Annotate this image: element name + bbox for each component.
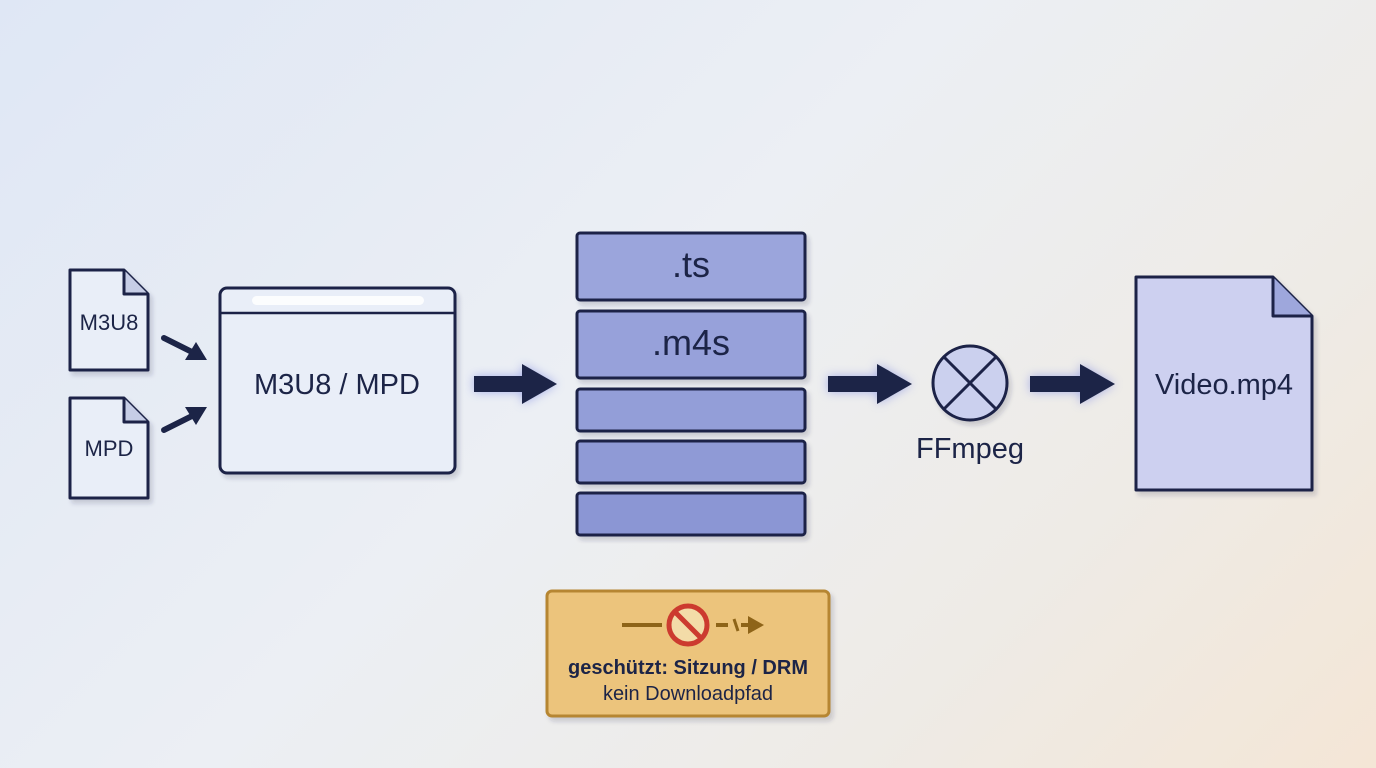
arrow-to-segments-icon <box>474 364 557 404</box>
merge-icon <box>931 344 1009 422</box>
output-file-icon <box>1134 275 1314 492</box>
segment-label-m4s: .m4s <box>652 322 730 363</box>
m3u8-file-label: M3U8 <box>80 310 139 335</box>
arrow-to-ffmpeg-icon <box>828 364 912 404</box>
segment-block <box>575 491 807 537</box>
m3u8-file-icon <box>68 268 150 372</box>
segment-block <box>575 439 807 485</box>
input-arrow-m3u8-icon <box>161 335 207 360</box>
arrow-to-output-icon <box>1030 364 1115 404</box>
broken-arrow-icon <box>716 616 764 634</box>
segment-block <box>575 231 807 302</box>
segment-label-ts: .ts <box>672 244 710 285</box>
segment-stack <box>575 231 807 537</box>
mpd-file-label: MPD <box>85 436 134 461</box>
segment-block <box>575 387 807 433</box>
segment-block <box>575 309 807 380</box>
prohibited-icon <box>666 603 710 647</box>
output-file-label: Video.mp4 <box>1155 369 1293 401</box>
manifest-label: M3U8 / MPD <box>254 369 420 401</box>
warning-subtitle: kein Downloadpfad <box>603 683 773 705</box>
warning-title: geschützt: Sitzung / DRM <box>568 657 808 679</box>
manifest-window <box>218 286 457 475</box>
input-arrow-mpd-icon <box>161 407 207 433</box>
ffmpeg-label: FFmpeg <box>916 433 1024 465</box>
mpd-file-icon <box>68 396 150 500</box>
